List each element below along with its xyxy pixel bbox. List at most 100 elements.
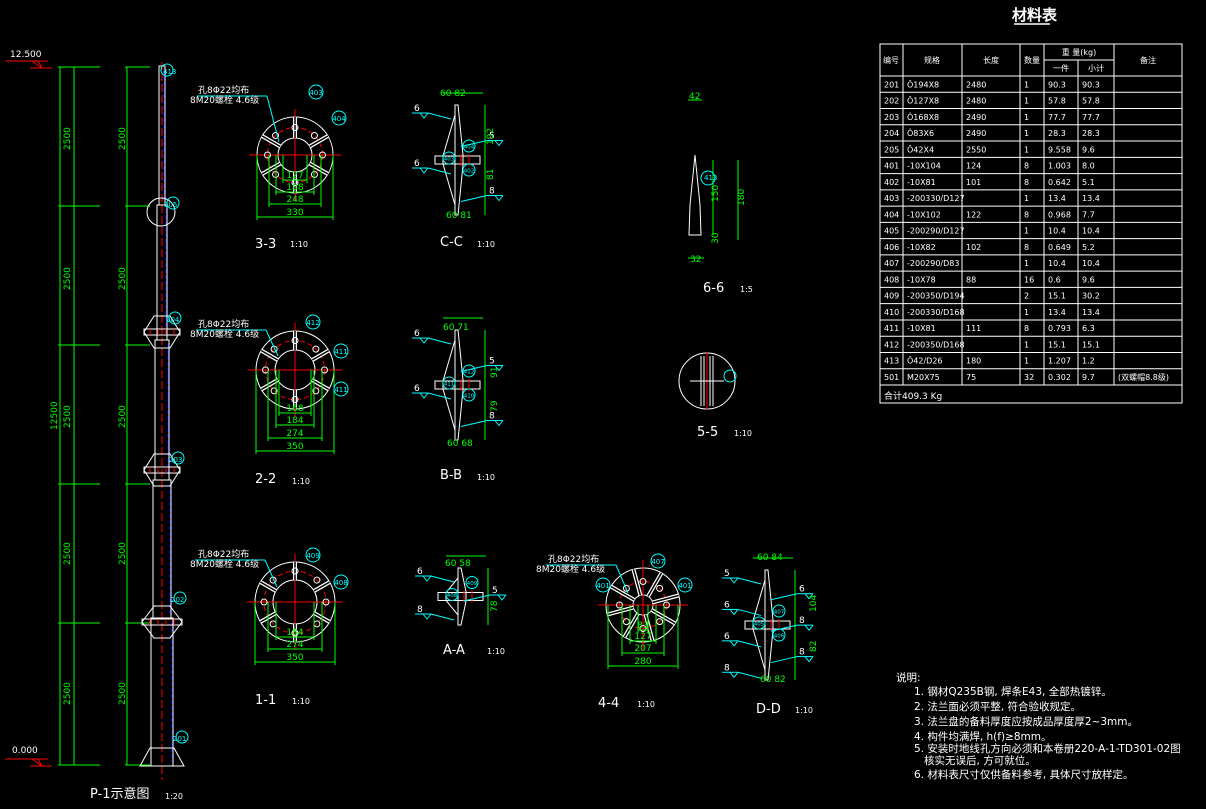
table-cell: 1.003 <box>1048 162 1071 171</box>
section-4-4-label: 4-4 <box>598 696 619 711</box>
table-cell: 0.642 <box>1048 178 1071 187</box>
table-cell: 111 <box>966 324 981 333</box>
balloon-circle <box>173 591 187 605</box>
elevation-marker <box>31 758 43 767</box>
bolt-hole <box>291 337 299 344</box>
dimension-value: 274 <box>286 429 303 439</box>
weld-symbol <box>494 365 504 372</box>
table-cell: -200330/D168 <box>907 308 965 317</box>
table-cell: 10.4 <box>1082 227 1100 236</box>
table-cell: 404 <box>884 210 899 219</box>
note-4: 4. 构件均满焊, h(f)≥8mm。 <box>914 730 1052 743</box>
bolt-hole <box>270 345 278 353</box>
balloon-circle <box>333 343 349 359</box>
balloon-410: 410 <box>464 394 475 400</box>
table-cell: 10.4 <box>1082 259 1100 268</box>
bolt-hole <box>270 387 278 395</box>
balloon-402: 402 <box>464 169 475 175</box>
table-cell: 13.4 <box>1048 308 1066 317</box>
note-3: 3. 法兰盘的备料厚度应按成品厚度厚2~3mm。 <box>914 715 1138 728</box>
section-d-d-scale: 1:10 <box>795 706 813 715</box>
balloon-circle <box>465 576 479 589</box>
dim-seg-3: 2500 <box>63 405 73 428</box>
balloon-circle <box>772 628 786 642</box>
weld-leader <box>430 613 455 621</box>
dimension-value: 83 <box>637 621 648 631</box>
bolt-hole <box>639 625 647 632</box>
dimension-value: 274 <box>286 640 303 650</box>
table-header-spec: 规格 <box>924 55 940 65</box>
table-header-no: 编号 <box>883 55 899 65</box>
stiffener-gap <box>260 349 279 361</box>
table-cell: 2480 <box>966 97 986 106</box>
table-cell: 15.1 <box>1048 340 1066 349</box>
table-cell: 10.4 <box>1048 259 1066 268</box>
note-5: 5. 安装时地线孔方向必须和本卷册220-A-1-TD301-02图 <box>914 742 1181 755</box>
weld-size: 8 <box>724 663 730 673</box>
spike-dim-30: 30 <box>711 232 721 244</box>
table-cell: -10X78 <box>907 275 936 284</box>
dim-seg-4b: 2500 <box>118 542 128 565</box>
bolt-hole <box>260 598 268 606</box>
section-6-6-scale: 1:5 <box>740 285 753 294</box>
bolt-hole <box>312 387 320 395</box>
dimension-value: 168 <box>286 404 303 414</box>
stiffener-gap <box>309 162 329 175</box>
dim-seg-5: 2500 <box>63 682 73 705</box>
weld-symbol <box>494 195 504 202</box>
table-cell: 5.1 <box>1082 178 1095 187</box>
weld-size: 5 <box>492 586 498 596</box>
table-cell: 408 <box>884 275 899 284</box>
table-cell: -10X104 <box>907 162 941 171</box>
table-cell: 0.793 <box>1048 324 1071 333</box>
weld-symbol <box>419 337 429 344</box>
weld-leader <box>737 640 762 648</box>
table-cell: 0.6 <box>1048 275 1061 284</box>
pole-scale: 1:20 <box>165 792 183 801</box>
table-header-subtotal: 小计 <box>1088 63 1104 73</box>
weld-symbol <box>422 575 432 582</box>
table-cell: 8 <box>1024 243 1029 252</box>
table-cell: 6.3 <box>1082 324 1095 333</box>
elevation-top: 12.500 <box>10 50 42 60</box>
spike-dim-180: 180 <box>737 189 747 206</box>
weld-symbol <box>497 594 507 601</box>
table-cell: 407 <box>884 259 899 268</box>
table-cell: 9.6 <box>1082 145 1095 154</box>
dim-seg-2: 2500 <box>63 267 73 290</box>
bolt-hole <box>622 618 630 626</box>
balloon-408: 408 <box>447 593 458 599</box>
table-cell: -10X81 <box>907 178 936 187</box>
table-cell: Ô42X4 <box>907 143 934 154</box>
weld-size: 6 <box>724 632 730 642</box>
weld-leader <box>427 337 452 345</box>
table-cell: 1 <box>1024 227 1029 236</box>
section-c-c-scale: 1:10 <box>477 240 495 249</box>
section-d-d-label: D-D <box>756 702 781 717</box>
bolt-hole <box>322 598 330 606</box>
dimension-value: 184 <box>286 416 303 426</box>
balloon-circle <box>308 84 324 100</box>
weld-leader <box>770 593 798 601</box>
flange-plate <box>141 618 183 626</box>
table-header-qty: 数量 <box>1024 55 1040 65</box>
balloon-circle <box>168 311 182 325</box>
weld-symbol <box>422 613 432 620</box>
dimension-value: 330 <box>286 208 303 218</box>
stiffener-gap <box>313 581 331 592</box>
table-cell: -200350/D194 <box>907 292 965 301</box>
table-header-weight: 重 量(kg) <box>1062 47 1097 57</box>
bolt-hole <box>291 567 299 575</box>
table-cell: 8 <box>1024 324 1029 333</box>
section-5-5-scale: 1:10 <box>734 429 752 438</box>
stiffener-gap <box>311 379 330 391</box>
stiffener-profile <box>454 104 464 216</box>
balloon-circle <box>442 151 456 165</box>
table-cell: 1 <box>1024 145 1029 154</box>
